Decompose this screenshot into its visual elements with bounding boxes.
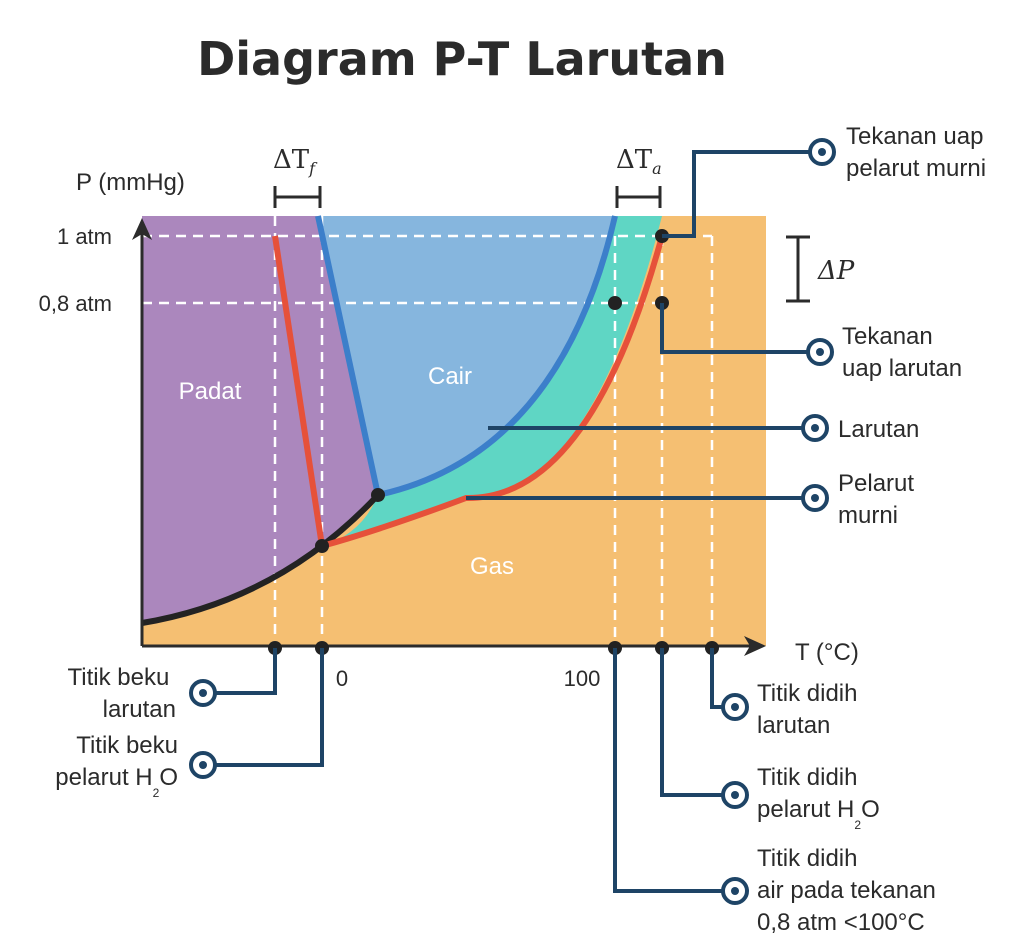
solution-vapor-curve [321,235,665,549]
callout-fp-solvent-line2: pelarut H2O [55,764,178,800]
solvent-fusion-curve [315,215,381,496]
region-gas-label: Gas [470,553,514,580]
callout-pure-solvent: Pelarut murni [838,470,921,529]
callout-pure-vapor: Tekanan uap pelarut murni [846,123,990,182]
leader-lines [203,150,820,893]
region-liquid-label: Cair [428,363,472,390]
sublimation-curve [141,492,381,626]
callout-bp-solvent-line1: Titik didih [757,764,857,791]
triple-point-solvent [371,488,385,502]
callout-bp-solvent-line2: pelarut H2O [757,796,880,832]
callout-solution-vapor: Tekanan uap larutan [842,323,962,382]
callout-bp-low-pressure: Titik didih air pada tekanan 0,8 atm <10… [757,845,942,936]
solution-liquid-band [322,216,662,546]
callout-fp-solvent-line1: Titik beku [76,732,178,759]
callout-solution: Larutan [838,416,919,443]
x-tick-0: 0 [336,666,348,691]
x-axis-label: T (°C) [795,639,859,666]
triple-point-solution [315,539,329,553]
y-tick-1atm: 1 atm [57,224,112,249]
axes [132,218,766,656]
region-solid-label: Padat [179,378,242,405]
delta-p-label: ΔP [817,256,855,286]
delta-ta-label: ΔTa [616,145,662,178]
delta-ta-bracket [615,186,662,208]
liquid-region [318,216,615,495]
callout-bp-solution: Titik didih larutan [757,680,864,739]
boiling-point-0-8atm [608,296,622,310]
x-tick-100: 100 [564,666,601,691]
callout-fp-solution: Titik beku larutan [68,664,176,723]
delta-tf-label: ΔTf [273,145,318,178]
solvent-vapor-curve [377,215,618,498]
solution-fusion-curve [272,235,325,547]
callout-bubbles [189,138,836,905]
y-axis-label: P (mmHg) [76,169,185,196]
y-tick-0-8atm: 0,8 atm [39,291,112,316]
delta-tf-bracket [273,186,322,208]
delta-p-bracket [786,235,810,303]
diagram-title: Diagram P-T Larutan [197,32,727,86]
